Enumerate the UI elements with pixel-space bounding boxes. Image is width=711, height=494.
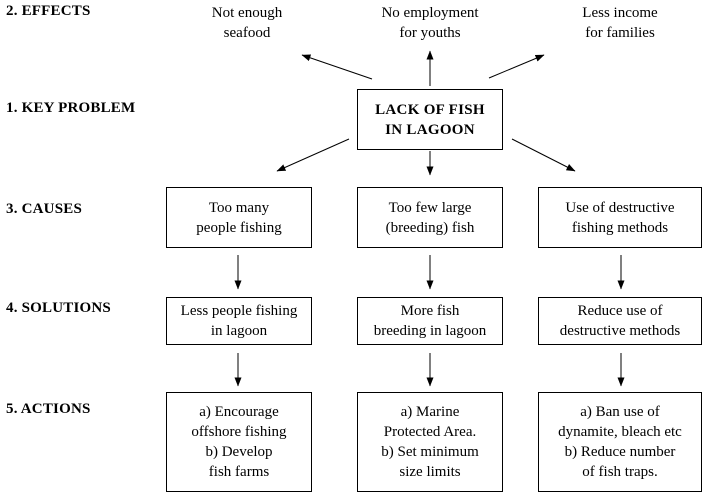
solution-line: destructive methods <box>559 323 681 339</box>
cause-line: Too few large <box>388 199 472 216</box>
arrow-problem-to-effect-1 <box>301 54 373 80</box>
key-problem-line: LACK OF FISH <box>375 101 485 118</box>
effect-line: Less income <box>582 5 658 21</box>
effect-line: Not enough <box>211 5 283 21</box>
solution-box-reduce-destructive: Reduce use of destructive methods <box>538 297 702 345</box>
solution-line: breeding in lagoon <box>373 323 487 339</box>
solution-line: Less people fishing <box>180 303 298 319</box>
action-line: offshore fishing <box>191 424 287 440</box>
row-label-actions: 5. ACTIONS <box>6 401 91 417</box>
action-line: fish farms <box>208 464 270 480</box>
solution-box-less-people-fishing: Less people fishing in lagoon <box>166 297 312 345</box>
effect-less-income: Less income for families <box>545 3 695 43</box>
key-problem-box: LACK OF FISH IN LAGOON <box>357 89 503 150</box>
solution-box-more-fish-breeding: More fish breeding in lagoon <box>357 297 503 345</box>
cause-box-destructive-methods: Use of destructive fishing methods <box>538 187 702 248</box>
arrow-problem-to-effect-3 <box>488 54 545 79</box>
effect-not-enough-seafood: Not enough seafood <box>172 3 322 43</box>
effect-line: seafood <box>223 25 271 41</box>
action-line: b) Develop <box>205 444 273 460</box>
effect-line: for youths <box>399 25 461 41</box>
effect-line: for families <box>585 25 655 41</box>
row-label-key-problem: 1. KEY PROBLEM <box>6 100 136 116</box>
arrow-problem-to-cause-1 <box>276 138 350 172</box>
cause-box-too-few-large-fish: Too few large (breeding) fish <box>357 187 503 248</box>
cause-line: Too many <box>208 199 270 216</box>
action-box-offshore-fishing: a) Encourage offshore fishing b) Develop… <box>166 392 312 492</box>
action-line: b) Set minimum <box>381 444 479 460</box>
action-line: dynamite, bleach etc <box>558 424 682 440</box>
cause-line: people fishing <box>196 219 282 236</box>
key-problem-line: IN LAGOON <box>385 121 475 138</box>
cause-line: Use of destructive <box>565 199 675 216</box>
arrow-problem-to-cause-3 <box>511 138 576 172</box>
action-box-ban-dynamite: a) Ban use of dynamite, bleach etc b) Re… <box>538 392 702 492</box>
action-line: of fish traps. <box>582 464 658 480</box>
row-label-solutions: 4. SOLUTIONS <box>6 300 111 316</box>
action-line: a) Encourage <box>199 404 279 420</box>
solution-line: More fish <box>400 303 460 319</box>
effect-line: No employment <box>381 5 479 21</box>
action-line: b) Reduce number <box>564 444 676 460</box>
row-label-effects: 2. EFFECTS <box>6 3 91 19</box>
cause-line: (breeding) fish <box>385 219 475 236</box>
effect-no-employment: No employment for youths <box>355 3 505 43</box>
action-line: a) Ban use of <box>580 404 660 420</box>
solution-line: in lagoon <box>210 323 268 339</box>
cause-line: fishing methods <box>571 219 669 236</box>
action-line: Protected Area. <box>383 424 477 440</box>
action-box-marine-protected-area: a) Marine Protected Area. b) Set minimum… <box>357 392 503 492</box>
row-label-causes: 3. CAUSES <box>6 201 82 217</box>
cause-box-too-many-people: Too many people fishing <box>166 187 312 248</box>
action-line: a) Marine <box>400 404 460 420</box>
solution-line: Reduce use of <box>577 303 663 319</box>
action-line: size limits <box>399 464 461 480</box>
